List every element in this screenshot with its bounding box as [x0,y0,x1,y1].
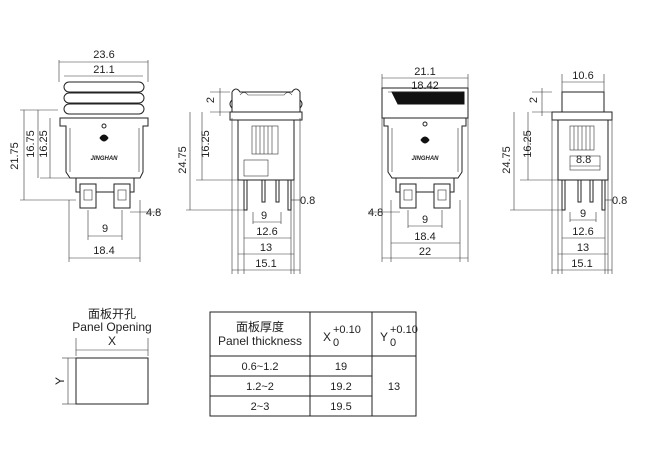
side-spring [251,125,279,155]
brand-text: JINGHAN [90,156,118,162]
side-body [237,119,295,181]
side-rocker-pin-4 [601,179,606,211]
terminal-left-inner [83,189,93,201]
side-cap [229,88,303,112]
dim-21-1: 21.1 [93,64,114,76]
rocker-brand-logo-icon [420,136,430,144]
dim-4-8: 4.8 [146,207,161,219]
panel-title-en: Panel Opening [72,320,151,334]
panel-opening: 面板开孔 Panel Opening X Y [53,307,152,405]
panel-opening-rect [75,357,149,405]
side-rocker-pin-1 [561,179,566,211]
brand-logo-icon [99,134,109,142]
cap-rib-top [63,81,145,93]
dim-8-8: 8.8 [576,154,591,166]
table-row-1-x: 19.2 [330,381,351,393]
side-pin-1 [243,179,248,211]
dim-21-75: 21.75 [9,142,21,170]
table-row-2-x: 19.5 [330,401,351,413]
panel-title-cn: 面板开孔 [88,307,136,321]
dim-21-1-r: 21.1 [414,66,435,78]
rocker-logo-mark-icon [422,121,428,127]
terminal-left [79,183,97,209]
side-pin-4 [287,179,292,211]
table-header-cn: 面板厚度 [236,319,284,334]
dim-18-4-r: 18.4 [414,231,435,243]
table-x-tol-upper: +0.10 [333,324,361,336]
dim-15-1-r: 15.1 [571,258,592,270]
side-flange [229,111,303,121]
table-x-col: X [323,330,331,344]
side-block [243,159,269,177]
cap-rib-bottom [63,103,145,115]
table-row-1-thickness: 1.2~2 [246,381,274,393]
dim-13-r: 13 [577,242,589,254]
table-row-0-x: 19 [335,361,347,373]
dim-16-75: 16.75 [25,130,37,158]
front-view-rocker: JINGHAN 21.1 18.42 4.8 9 18.4 22 [368,66,469,262]
side-view-left: 2 16.25 24.75 0.8 9 12.6 13 15.1 [177,88,315,274]
housing-outline [59,117,149,179]
side-pin-2 [261,179,266,203]
front-view: JINGHAN 23.6 21.1 21.75 16.75 16.25 4.8 … [9,49,161,262]
rocker-terminal-right [433,183,451,209]
side-pin-3 [275,179,280,203]
dim-9-r2: 9 [580,208,586,220]
dim-18-42: 18.42 [411,80,439,92]
dim-18-4: 18.4 [93,245,114,257]
dim-4-8-r: 4.8 [368,207,383,219]
table-y-tol-upper: +0.10 [390,324,418,336]
dim-22: 22 [419,246,431,258]
side-rocker-block [569,155,601,171]
panel-x-label: X [108,334,116,348]
dim-16-25-side: 16.25 [200,130,212,158]
dim-9-r: 9 [422,214,428,226]
dim-24-75-side: 24.75 [177,146,189,174]
dim-12-6-side: 12.6 [256,226,277,238]
table-x-tol-lower: 0 [333,337,339,349]
rocker-terminal-left [399,183,417,209]
side-rocker-flange [551,111,613,121]
logo-mark-icon [101,123,107,129]
thickness-table: 面板厚度 Panel thickness X +0.10 0 Y +0.10 0… [209,311,418,417]
dim-16-25-r: 16.25 [522,130,534,158]
cap-rib-middle [63,92,145,104]
rocker-housing [383,117,467,179]
table-row-2-thickness: 2~3 [251,401,270,413]
dim-10-6: 10.6 [572,70,593,82]
panel-y-label: Y [53,377,67,385]
side-view-right: 10.6 2 16.25 24.75 8.8 0.8 9 12.6 13 15.… [501,70,627,274]
side-rocker-pin-3 [589,179,594,203]
terminal-right [113,183,131,209]
side-rocker-cap [561,91,605,113]
dim-13-side: 13 [260,242,272,254]
dim-15-1-side: 15.1 [255,258,276,270]
terminal-right-inner [117,189,127,201]
dim-24-75-r: 24.75 [501,146,513,174]
dim-2-r: 2 [528,97,540,103]
table-y-col: Y [380,330,388,344]
dim-0-8-side: 0.8 [300,195,315,207]
table-y-tol-lower: 0 [390,337,396,349]
table-row-0-thickness: 0.6~1.2 [241,361,278,373]
dim-9-side: 9 [261,210,267,222]
rocker-button [391,91,465,105]
table-y-value: 13 [388,381,400,393]
side-rocker-pin-2 [577,179,582,203]
rocker-brand-text: JINGHAN [411,156,439,162]
dim-23-6: 23.6 [93,49,114,61]
dim-9: 9 [102,223,108,235]
dim-0-8-r: 0.8 [612,195,627,207]
table-header-en: Panel thickness [218,334,302,348]
dim-2-side: 2 [205,97,217,103]
dim-16-25: 16.25 [38,130,50,158]
dim-12-6-r: 12.6 [572,226,593,238]
